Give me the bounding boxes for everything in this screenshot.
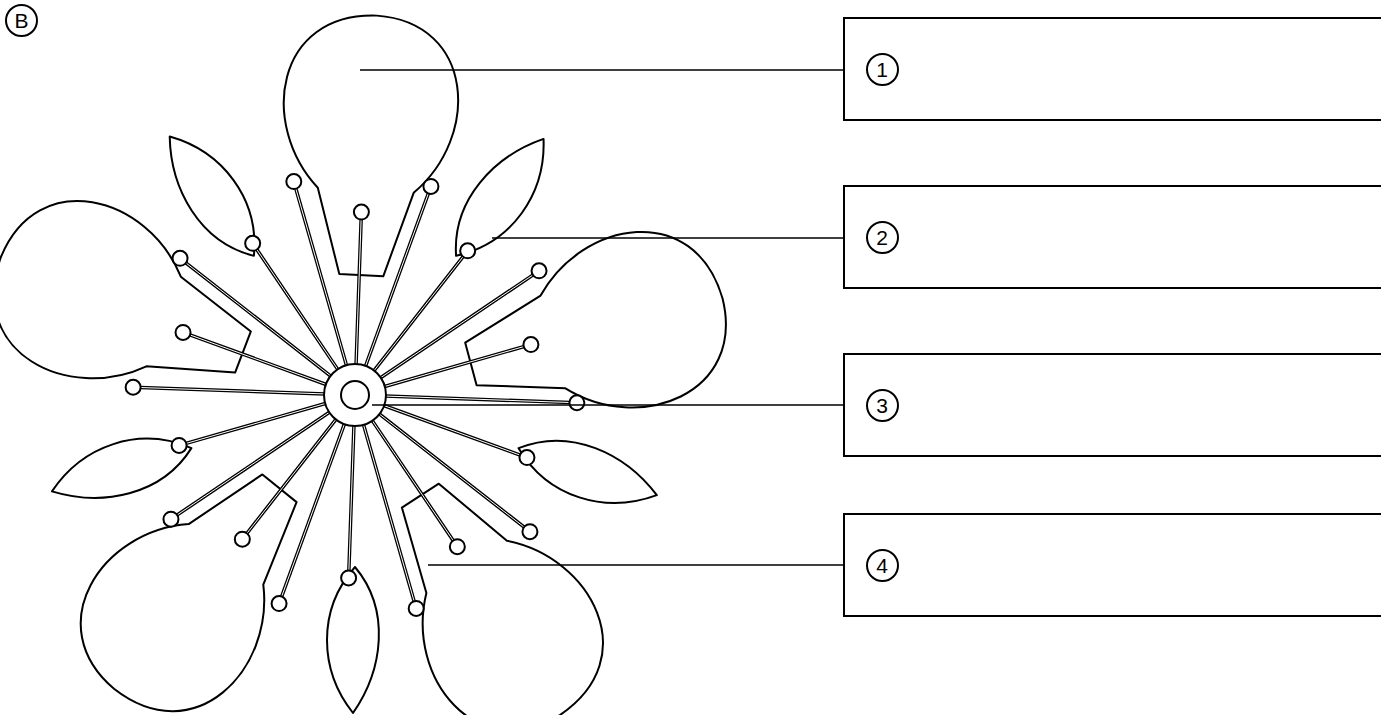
stamen-filament: [171, 412, 330, 519]
anther: [172, 438, 187, 453]
stamen-filament: [356, 212, 361, 365]
stamen-filament: [363, 424, 416, 609]
stamen-filament: [349, 425, 354, 578]
anther: [126, 380, 141, 395]
leader-line: [428, 564, 843, 566]
stamen-filament: [242, 419, 336, 540]
petal: [0, 177, 274, 433]
anther: [245, 236, 260, 251]
stamen-filament: [373, 251, 467, 372]
anther: [569, 395, 584, 410]
anther: [354, 205, 369, 220]
stamen-filament: [349, 425, 354, 578]
anther: [523, 337, 538, 352]
sepal: [44, 422, 199, 516]
figure-letter: B: [5, 4, 38, 37]
pistil: [341, 381, 369, 409]
stamen-filament: [133, 387, 325, 394]
callout-number: 1: [866, 53, 899, 86]
anther: [235, 532, 250, 547]
stamen-filament: [385, 396, 577, 403]
stamen-filament: [180, 258, 331, 376]
label-box: 4: [843, 513, 1381, 617]
stamen-filament: [253, 243, 339, 370]
stamen-filament: [356, 212, 361, 365]
stamen-filament: [384, 345, 531, 387]
leader-lines: [360, 70, 843, 565]
stamen-filament: [253, 243, 339, 370]
anther: [286, 174, 301, 189]
stamen-filament: [385, 396, 577, 403]
stamen-filament: [179, 403, 326, 445]
anther: [409, 601, 424, 616]
petal: [449, 213, 745, 449]
anther: [176, 325, 191, 340]
stamen-filament: [384, 345, 531, 387]
stamen-filament: [133, 387, 325, 394]
stamen-filament: [183, 332, 327, 384]
label-box: 1: [843, 17, 1381, 121]
sepal: [437, 124, 565, 273]
stamen-filament: [380, 271, 539, 378]
callout-number: 2: [866, 221, 899, 254]
stamen-filament: [363, 424, 416, 609]
anther: [450, 539, 465, 554]
stamen-filament: [379, 413, 530, 531]
leader-line: [372, 404, 843, 406]
anther: [341, 570, 356, 585]
stamen-filament: [372, 420, 458, 547]
callout-number: 3: [866, 389, 899, 422]
receptacle: [324, 364, 386, 426]
stamen-filament: [383, 405, 527, 457]
petal: [347, 448, 635, 715]
anther: [423, 179, 438, 194]
anther: [173, 251, 188, 266]
stamen-filament: [383, 405, 527, 457]
petal: [48, 433, 347, 715]
stamen-filament: [379, 413, 530, 531]
anther: [163, 512, 178, 527]
label-box: 2: [843, 185, 1381, 289]
stamen-filament: [372, 420, 458, 547]
anther: [519, 450, 534, 465]
anther: [272, 596, 287, 611]
anther: [522, 524, 537, 539]
sepal: [327, 567, 379, 713]
label-box: 3: [843, 353, 1381, 457]
stamen-filament: [294, 182, 347, 367]
stamen-filament: [179, 403, 326, 445]
anther: [532, 263, 547, 278]
sepal: [510, 425, 665, 519]
stamen-filament: [171, 412, 330, 519]
leader-line: [360, 69, 843, 71]
anther: [460, 243, 475, 258]
leader-line: [492, 237, 843, 239]
stamen-filament: [242, 419, 336, 540]
petal: [275, 11, 463, 280]
sepal: [149, 121, 277, 270]
stamen-filament: [294, 182, 347, 367]
stamen-filament: [380, 271, 539, 378]
stamen-filament: [183, 332, 327, 384]
stamen-filament: [373, 251, 467, 372]
stamen-filament: [180, 258, 331, 376]
callout-number: 4: [866, 549, 899, 582]
